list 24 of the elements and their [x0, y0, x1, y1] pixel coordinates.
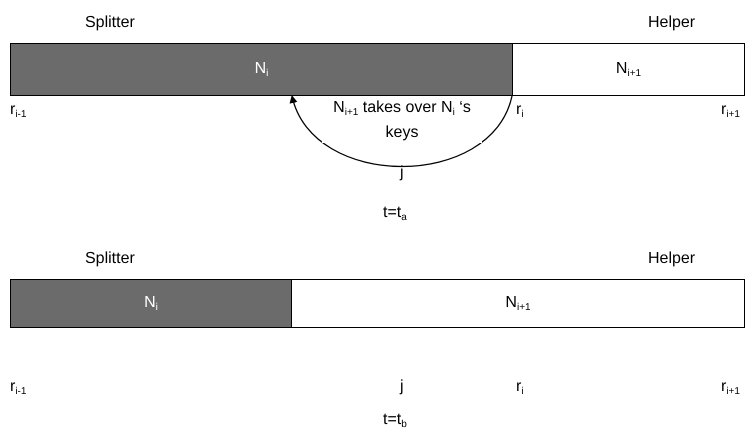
- annotation-text: r$_{i+1}$: [721, 378, 740, 399]
- edge-label: N$_{i+1}$ takes over N$_{i}$ ‘s keys: [322, 98, 482, 143]
- annotation-text: t=t$_{a}$: [383, 204, 407, 225]
- annotation-text: r$_{i}$: [516, 378, 524, 399]
- annotation-text: j: [400, 378, 404, 396]
- segment-label: N$_{i}$: [144, 294, 158, 313]
- segment-label: N$_{i+1}$: [505, 294, 531, 313]
- curved-arrow: [290, 95, 513, 168]
- segment-label: N$_{i}$: [254, 60, 268, 79]
- range-segment: [512, 43, 745, 96]
- annotation-text: Splitter: [85, 250, 135, 268]
- annotation-text: j: [400, 164, 404, 182]
- annotation-text: Helper: [648, 14, 696, 32]
- annotation-text: r$_{i+1}$: [721, 101, 740, 122]
- range-segment: [10, 43, 513, 96]
- annotation-text: t=t$_{b}$: [383, 411, 407, 432]
- annotation-text: r$_{i-1}$: [10, 378, 26, 399]
- annotation-text: r$_{i}$: [516, 101, 524, 122]
- range-segment: [10, 279, 292, 328]
- segment-label: N$_{i+1}$: [616, 60, 642, 79]
- range-segment: [291, 279, 745, 328]
- annotation-text: Splitter: [85, 14, 135, 32]
- annotation-text: Helper: [648, 250, 696, 268]
- annotation-text: r$_{i-1}$: [10, 101, 26, 122]
